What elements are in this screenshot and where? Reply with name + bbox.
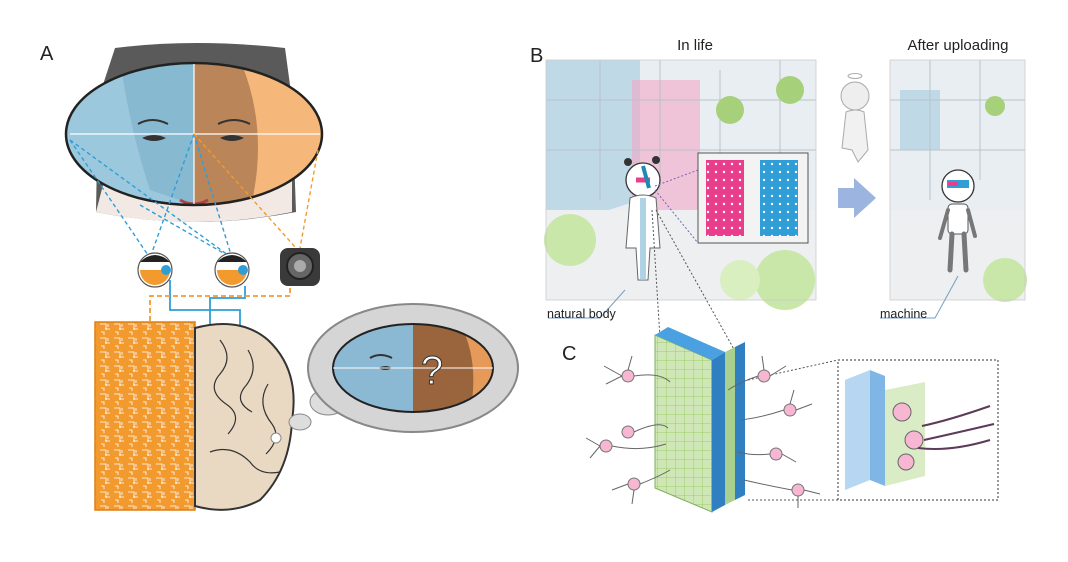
- zoom-axons: [917, 405, 995, 450]
- zoom-lines: [651, 209, 839, 501]
- upload-transition: [838, 73, 876, 218]
- neurons-left: [599, 369, 641, 491]
- panel-c-letter: C: [562, 343, 576, 365]
- tree-left: [716, 96, 744, 124]
- scene-in-life: [544, 59, 817, 310]
- blue-projection-lines: [69, 133, 233, 259]
- circuit-hemisphere: [94, 321, 196, 511]
- bush-right: [755, 250, 815, 310]
- camera-icon: [280, 248, 320, 286]
- electrode-array: [654, 327, 745, 513]
- panel-b-title-right: After uploading: [908, 37, 1009, 54]
- zoom-neurons: [892, 402, 924, 471]
- panel-b-letter: B: [530, 45, 543, 67]
- scene-after-uploading: [889, 59, 1027, 302]
- neurons-right: [757, 369, 805, 497]
- question-mark: ?: [421, 349, 443, 393]
- visual-field-outline: [64, 61, 324, 207]
- panel-a-letter: A: [40, 43, 54, 65]
- neuron-processes: [585, 355, 821, 508]
- pink-chip: [706, 160, 744, 236]
- natural-body-label: natural body: [547, 307, 617, 321]
- brain-folds: [209, 339, 281, 474]
- panel-a: A: [40, 43, 519, 511]
- machine-label: machine: [880, 307, 927, 321]
- zoom-electrode: [845, 370, 925, 490]
- blue-chip: [760, 160, 798, 236]
- natural-body-leader: [548, 289, 626, 319]
- face-neck: [96, 150, 292, 222]
- brain-hemisphere: [194, 323, 295, 511]
- visual-field: [66, 63, 322, 205]
- left-eye-icon: [137, 252, 173, 288]
- orange-projection-lines: [193, 133, 319, 249]
- natural-body-figure: [624, 156, 661, 281]
- thought-dot-small: [270, 432, 282, 444]
- panel-b-title-left: In life: [677, 37, 713, 54]
- bush-left: [544, 214, 596, 266]
- panel-b: B In life After uploading: [530, 37, 1027, 321]
- right-arrow-icon: [838, 178, 876, 218]
- machine-leader: [880, 275, 959, 319]
- panel-c: C: [562, 209, 999, 513]
- right-eye-icon: [214, 252, 250, 288]
- tree-right: [776, 76, 804, 104]
- machine-figure: [938, 169, 977, 273]
- thought-dot-medium: [288, 413, 312, 431]
